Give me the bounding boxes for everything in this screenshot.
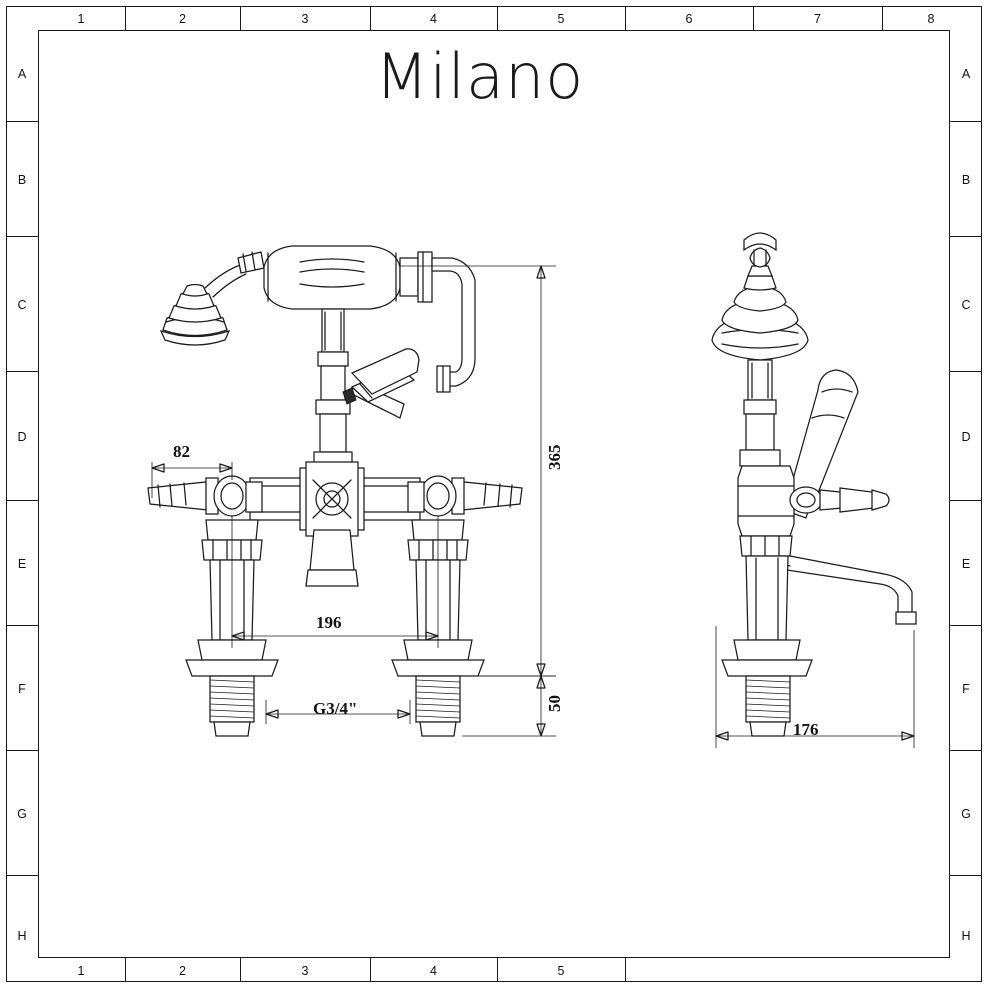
- zone-tick: [950, 371, 982, 373]
- zone-tick: [950, 875, 982, 877]
- dimension-label-thread: G3/4": [313, 699, 358, 718]
- zone-tick: [6, 371, 38, 373]
- zone-label-col-bottom-2: 2: [179, 964, 186, 978]
- zone-tick: [950, 236, 982, 238]
- zone-label-col-top-6: 6: [685, 12, 693, 26]
- dimension-label-50: 50: [545, 695, 564, 712]
- zone-label-row-right-C: C: [961, 298, 971, 312]
- zone-tick: [240, 958, 242, 982]
- zone-tick: [882, 6, 884, 30]
- zone-tick: [753, 6, 755, 30]
- zone-label-row-right-G: G: [961, 807, 971, 821]
- zone-label-row-left-B: B: [17, 173, 27, 187]
- zone-tick: [125, 958, 127, 982]
- zone-label-row-left-C: C: [17, 298, 27, 312]
- zone-label-col-bottom-3: 3: [301, 964, 309, 978]
- zone-tick: [625, 958, 627, 982]
- zone-label-row-left-G: G: [17, 807, 27, 821]
- zone-label-col-bottom-4: 4: [430, 964, 437, 978]
- zone-label-col-top-2: 2: [179, 12, 186, 26]
- zone-label-col-top-1: 1: [77, 12, 85, 26]
- zone-tick: [6, 875, 38, 877]
- zone-label-col-top-8: 8: [927, 12, 935, 26]
- zone-label-row-right-E: E: [961, 557, 971, 571]
- zone-label-col-top-7: 7: [814, 12, 821, 26]
- zone-label-row-left-F: F: [18, 682, 26, 696]
- zone-label-row-left-A: A: [17, 67, 27, 81]
- zone-tick: [370, 6, 372, 30]
- dimension-label-176: 176: [793, 720, 819, 739]
- zone-tick: [6, 625, 38, 627]
- zone-tick: [125, 6, 127, 30]
- dimension-label-365: 365: [545, 444, 564, 471]
- zone-label-col-bottom-5: 5: [557, 964, 565, 978]
- zone-tick: [497, 958, 499, 982]
- drawing-frame-inner: [38, 30, 950, 958]
- zone-label-row-left-D: D: [17, 430, 27, 444]
- zone-tick: [6, 750, 38, 752]
- dimension-label-82: 82: [173, 442, 190, 461]
- zone-label-row-left-E: E: [17, 557, 27, 571]
- zone-label-col-top-5: 5: [557, 12, 565, 26]
- zone-tick: [6, 500, 38, 502]
- zone-tick: [950, 750, 982, 752]
- zone-label-row-right-H: H: [961, 929, 971, 943]
- zone-tick: [950, 500, 982, 502]
- zone-tick: [950, 625, 982, 627]
- zone-label-row-right-D: D: [961, 430, 971, 444]
- zone-tick: [950, 121, 982, 123]
- zone-label-row-right-A: A: [961, 67, 971, 81]
- drawing-frame-outer: [6, 6, 982, 982]
- dimension-label-196: 196: [316, 613, 342, 632]
- zone-tick: [497, 6, 499, 30]
- zone-label-col-top-4: 4: [430, 12, 437, 26]
- zone-tick: [370, 958, 372, 982]
- zone-label-row-left-H: H: [17, 929, 27, 943]
- zone-tick: [240, 6, 242, 30]
- zone-label-row-right-B: B: [961, 173, 971, 187]
- zone-tick: [625, 6, 627, 30]
- zone-tick: [6, 236, 38, 238]
- zone-label-col-bottom-1: 1: [77, 964, 85, 978]
- zone-label-row-right-F: F: [962, 682, 970, 696]
- zone-tick: [6, 121, 38, 123]
- brand-logo: Milano: [375, 40, 585, 113]
- zone-label-col-top-3: 3: [301, 12, 309, 26]
